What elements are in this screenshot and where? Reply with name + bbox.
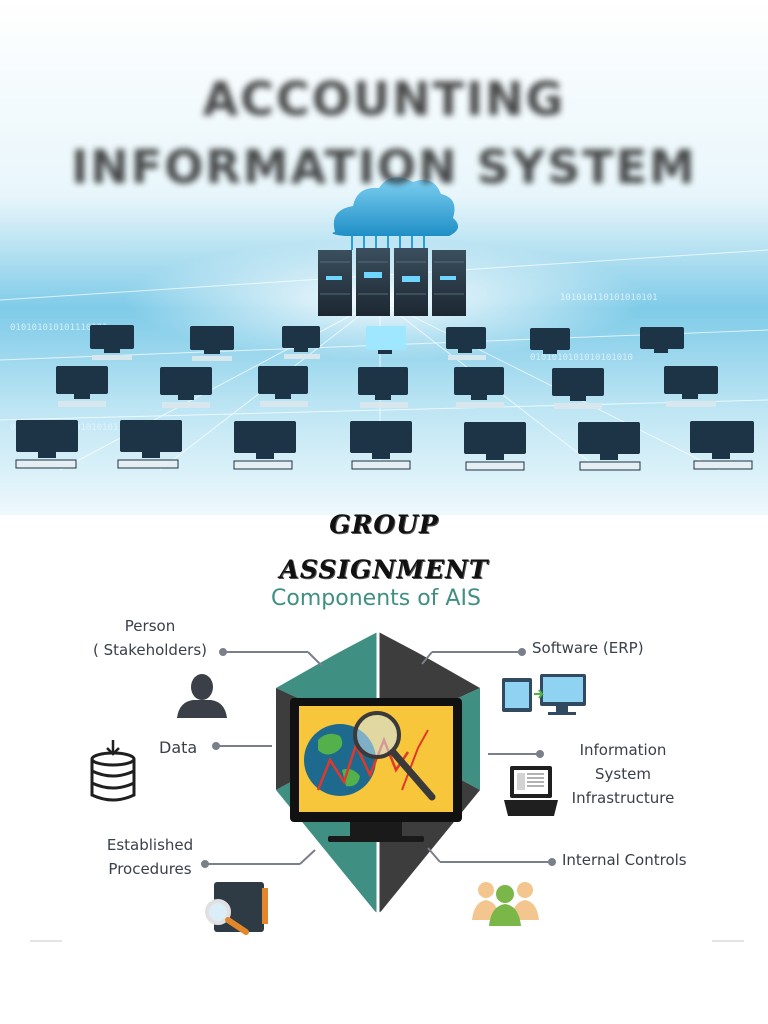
data-label: Data bbox=[159, 738, 198, 757]
procedures-label-line2: Procedures bbox=[108, 860, 192, 878]
assignment-label: ASSIGNMENT bbox=[279, 555, 489, 584]
person-label: Person ( Stakeholders) bbox=[70, 614, 230, 662]
cloud-icon bbox=[332, 177, 459, 250]
group-people-icon bbox=[472, 882, 539, 926]
banner-title-line1: ACCOUNTING bbox=[202, 72, 566, 126]
diagram-title: Components of AIS bbox=[271, 586, 481, 611]
banner-title-line2: INFORMATION SYSTEM bbox=[71, 140, 697, 194]
infrastructure-label: Information System Infrastructure bbox=[563, 738, 683, 810]
infrastructure-label-line1: Information bbox=[579, 741, 667, 759]
network-illustration: 010101010101110101 101010110101010101 01… bbox=[0, 0, 768, 515]
folder-search-icon bbox=[205, 882, 268, 935]
person-label-line1: Person bbox=[124, 617, 176, 635]
laptop-icon bbox=[504, 766, 558, 816]
software-label: Software (ERP) bbox=[532, 639, 644, 657]
person-label-line2: ( Stakeholders) bbox=[92, 641, 208, 659]
banner-image: 010101010101110101 101010110101010101 01… bbox=[0, 0, 768, 515]
server-rack-icon bbox=[318, 248, 466, 316]
procedures-label-line1: Established bbox=[106, 836, 194, 854]
infrastructure-label-line3: Infrastructure bbox=[571, 789, 675, 807]
person-icon bbox=[177, 674, 227, 718]
svg-text:010101010101110101: 010101010101110101 bbox=[10, 323, 108, 333]
database-icon bbox=[90, 740, 136, 802]
group-label: GROUP bbox=[329, 510, 439, 539]
procedures-label: Established Procedures bbox=[100, 833, 200, 881]
connector-lines bbox=[201, 648, 556, 868]
workstation-grid bbox=[15, 325, 754, 471]
computer-monitors-icon bbox=[502, 674, 586, 715]
svg-text:0101010101010101010: 0101010101010101010 bbox=[530, 353, 633, 363]
magnifier-chart-icon bbox=[290, 698, 462, 842]
internal-controls-label: Internal Controls bbox=[562, 851, 687, 869]
components-diagram bbox=[30, 628, 744, 942]
infrastructure-label-line2: System bbox=[595, 765, 651, 783]
